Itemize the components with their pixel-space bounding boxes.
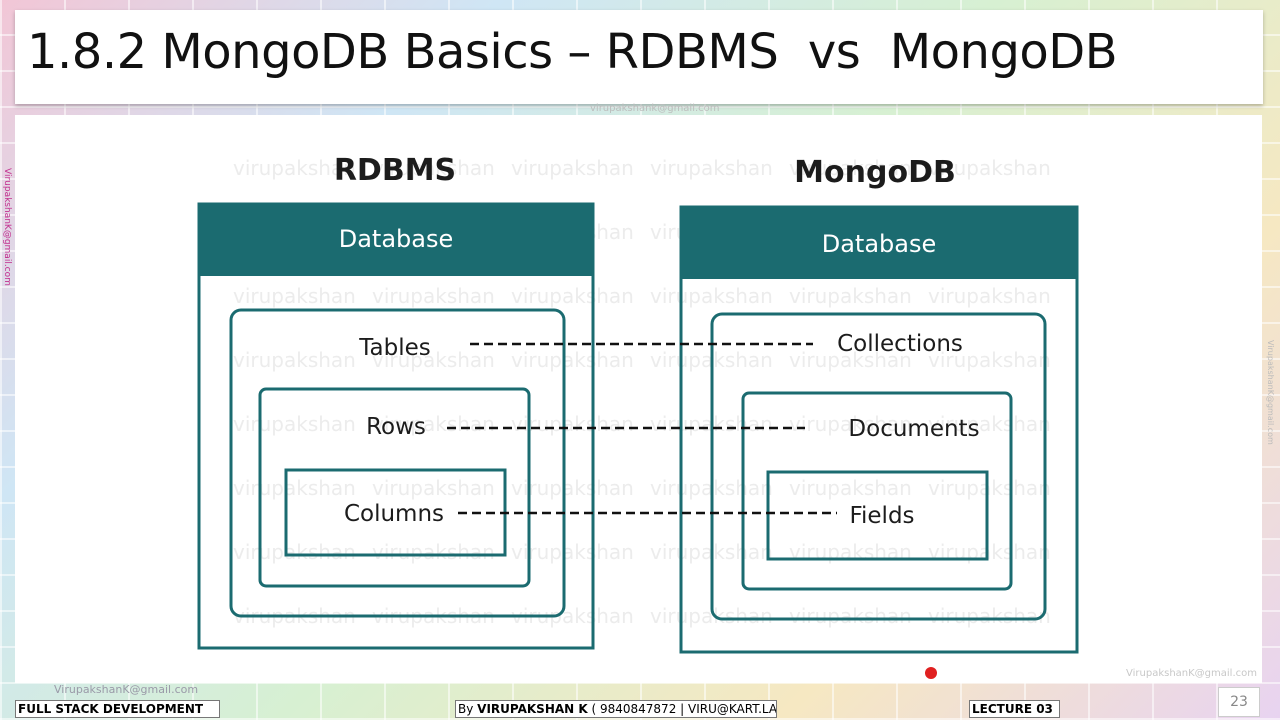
rdbms-database-label: Database xyxy=(339,225,454,253)
rdbms-rows-box xyxy=(258,387,531,588)
mongodb-heading: MongoDB xyxy=(794,155,956,190)
tables-label: Tables xyxy=(358,335,430,361)
slide-title: 1.8.2 MongoDB Basics – RDBMS vs MongoDB xyxy=(27,24,1118,80)
email-watermark-top: virupakshank@gmail.com xyxy=(590,103,720,114)
watermark-text: virupakshan xyxy=(789,284,912,308)
email-watermark-bottom-left: VirupakshanK@gmail.com xyxy=(54,683,199,696)
diagram-panel: virupakshan virupakshan virupakshan virupak… xyxy=(15,115,1262,683)
watermark-text: virupakshan xyxy=(372,284,495,308)
watermark-text: virupakshan xyxy=(233,348,356,372)
watermark-text: virupakshan xyxy=(511,476,634,500)
watermark-text: virupakshan xyxy=(233,476,356,500)
watermark-text: virupakshan xyxy=(511,540,634,564)
title-bar: 1.8.2 MongoDB Basics – RDBMS vs MongoDB xyxy=(15,10,1263,104)
footer-by-prefix: By xyxy=(458,702,478,716)
watermark-text: virupakshan xyxy=(789,604,912,628)
watermark-text: virupakshan xyxy=(511,412,634,436)
watermark-text: virupakshan xyxy=(928,412,1051,436)
email-watermark-side: VirupakshanK@gmail.com xyxy=(2,168,12,286)
watermark-text: virupakshan xyxy=(789,476,912,500)
watermark-text: virupakshan xyxy=(789,412,912,436)
watermark-text: virupakshan xyxy=(511,284,634,308)
watermark-text: virupakshan xyxy=(511,348,634,372)
rdbms-database-header xyxy=(199,204,593,276)
mongodb-fields-box xyxy=(766,470,989,561)
watermark-text: virupakshan xyxy=(372,412,495,436)
mongodb-database-label: Database xyxy=(822,230,937,258)
red-dot-marker xyxy=(925,667,937,679)
watermark-text: virupakshan xyxy=(928,604,1051,628)
mongodb-database-header xyxy=(681,207,1077,279)
footer-author-name: VIRUPAKSHAN K xyxy=(477,702,588,716)
watermark-text: virupakshan xyxy=(650,156,773,180)
watermark-text: virupakshan xyxy=(372,156,495,180)
watermark-text: virupakshan xyxy=(511,156,634,180)
watermark-text: virupakshan xyxy=(372,476,495,500)
watermark-text: virupakshan xyxy=(650,284,773,308)
mongodb-collections-box xyxy=(710,312,1047,621)
rdbms-tables-box xyxy=(229,308,566,618)
footer-author-info: By VIRUPAKSHAN K ( 9840847872 | VIRU@KAR… xyxy=(455,700,777,718)
watermark-text: virupakshan xyxy=(928,284,1051,308)
watermark-text: virupakshan xyxy=(789,156,912,180)
watermark-text: virupakshan xyxy=(372,540,495,564)
watermark-text: virupakshan xyxy=(928,348,1051,372)
watermark-text: virupakshan xyxy=(233,156,356,180)
watermark-text: virupakshan xyxy=(233,284,356,308)
rdbms-heading: RDBMS xyxy=(334,153,456,188)
documents-label: Documents xyxy=(848,416,979,442)
watermark-text: virupakshan xyxy=(233,540,356,564)
watermark-text: virupakshan xyxy=(789,348,912,372)
rows-label: Rows xyxy=(366,414,426,440)
email-watermark-side-right: VirupakshanK@gmail.com xyxy=(1266,340,1275,445)
watermark-text: virupakshan xyxy=(928,156,1051,180)
email-watermark-bottom-right: VirupakshanK@gmail.com xyxy=(1126,668,1257,679)
fields-label: Fields xyxy=(849,503,914,529)
watermark-text: virupakshan xyxy=(233,412,356,436)
footer-lecture-label: LECTURE 03 xyxy=(969,700,1060,718)
collections-label: Collections xyxy=(837,331,963,357)
mongodb-documents-box xyxy=(741,391,1013,591)
page-number: 23 xyxy=(1218,687,1260,717)
rdbms-vs-mongodb-diagram: virupakshan virupakshan virupakshan virupak… xyxy=(197,153,1079,679)
footer-contact: ( 9840847872 | VIRU@KART.LA ) xyxy=(587,702,777,716)
footer-course-label: FULL STACK DEVELOPMENT xyxy=(15,700,220,718)
watermark-text: virupakshan xyxy=(928,476,1051,500)
columns-label: Columns xyxy=(344,501,444,527)
watermark-text: virupakshan xyxy=(372,348,495,372)
